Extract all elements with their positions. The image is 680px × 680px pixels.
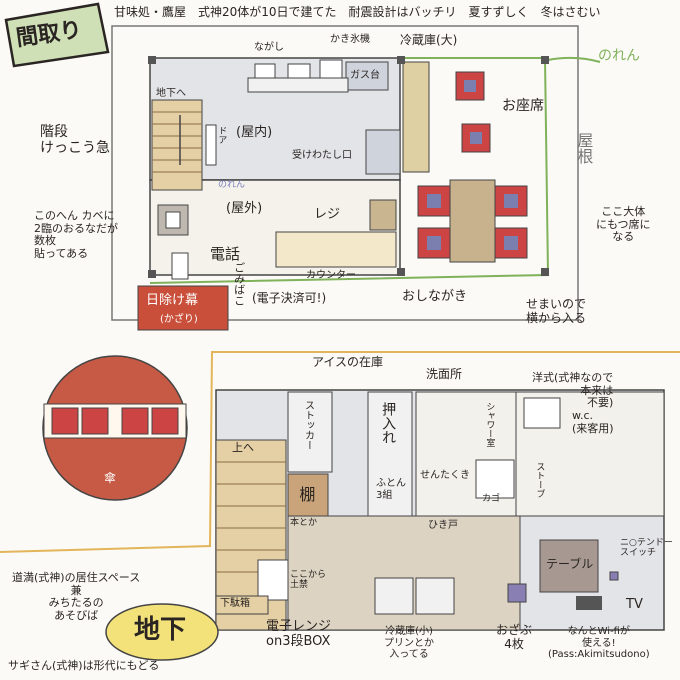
- label-yane: 屋根: [574, 132, 594, 164]
- label-counter: カウンター: [306, 270, 356, 281]
- label-futon: ふとん 3組: [376, 478, 406, 501]
- label-living-note: 道満(式神)の居住スペース 兼 みちたるの あそびば: [12, 571, 141, 622]
- counter-top: [275, 231, 397, 268]
- label-tana: 棚: [296, 486, 316, 502]
- label-denshi: (電子決済可!): [252, 291, 327, 305]
- label-senmenjo: 洗面所: [426, 367, 463, 381]
- label-ozabu: おざぶ 4枚: [496, 623, 533, 651]
- label-youshiki-note: 洋式(式神なので 本来は 不要): [532, 371, 614, 410]
- label-semai: せまいので 横から入る: [526, 297, 587, 325]
- label-hon: 本とか: [290, 518, 318, 528]
- hiyoke-banner: [137, 285, 229, 331]
- label-ice-stock: アイスの在庫: [312, 355, 384, 369]
- label-okugai: (屋外): [226, 201, 263, 216]
- label-ue-he: 上へ: [232, 441, 254, 454]
- label-kabe-note: このへん カベに 2臨のおるなだが 数枚 貼ってある: [34, 209, 118, 260]
- label-table: テーブル: [546, 557, 594, 571]
- label-hikido: ひき戸: [428, 520, 458, 531]
- label-tv: TV: [626, 597, 643, 612]
- label-shower: シャワー室: [484, 402, 495, 447]
- label-sentakuki: せんたくき: [420, 470, 470, 481]
- label-kago: カゴ: [482, 494, 501, 504]
- label-wifi: なんとWi-fiが 使える! (Pass:Akimitsudono): [548, 626, 650, 660]
- label-register: レジ: [314, 207, 341, 222]
- label-gas: ガス台: [350, 70, 380, 81]
- header-title: 甘味処・鷹屋 式神20体が10日で建てた 耐震設計はバッチリ 夏すずしく 冬はさ…: [114, 5, 601, 19]
- label-noren-inner: のれん: [218, 180, 246, 190]
- label-stove: ストーブ: [534, 462, 545, 498]
- label-oshinagaki: おしながき: [402, 289, 468, 304]
- label-kasa: 傘: [104, 471, 117, 485]
- label-getabako: 下駄箱: [220, 598, 250, 609]
- fridge-large: [402, 61, 430, 173]
- label-okunai: (屋内): [236, 125, 273, 140]
- label-chika-he: 地下へ: [156, 88, 186, 99]
- label-kazari: (かざり): [160, 314, 198, 325]
- label-denwa: 電話: [210, 245, 241, 263]
- chika-badge: [105, 603, 219, 661]
- label-hiyoke: 日除け幕: [146, 293, 199, 308]
- label-kakigori: かき氷機: [330, 34, 370, 45]
- label-oshiire: 押入れ: [380, 402, 397, 444]
- noren-outline: [149, 57, 550, 284]
- label-reizouko-small: 冷蔵庫(小) プリンとか 入ってる: [384, 626, 434, 660]
- label-koko-kara: ここから 土禁: [290, 570, 327, 591]
- stairs-top: [151, 99, 203, 191]
- label-kaidan: 階段 けっこう急: [40, 124, 110, 157]
- basement-table: [539, 539, 599, 593]
- label-wc: w.c. (来客用): [572, 409, 614, 435]
- label-gomibako: ごみばこ: [232, 262, 246, 306]
- label-sagi-note: サギさん(式神)は形代にもどる: [8, 659, 160, 672]
- badge-shape: [4, 2, 110, 68]
- label-chika: 地下: [134, 615, 187, 645]
- label-denshi-range: 電子レンジ on3段BOX: [266, 619, 332, 649]
- label-noren-top: のれん: [598, 48, 640, 64]
- roof-outline: [111, 25, 579, 321]
- label-ozashiki-note: ここ大体 にもつ席に なる: [596, 205, 651, 244]
- label-door: ドア: [216, 126, 227, 144]
- label-reizouko-large: 冷蔵庫(大): [400, 33, 458, 47]
- label-switch: ニ○テンドー スイッチ: [620, 538, 673, 559]
- label-ozashiki: お座席: [502, 98, 544, 114]
- gas-stove: [345, 61, 389, 91]
- label-stocker: ストッカー: [302, 400, 314, 450]
- seat-table: [449, 179, 496, 263]
- label-uketorikuchi: 受けわたし口: [292, 150, 352, 161]
- label-nagashi: ながし: [254, 42, 284, 53]
